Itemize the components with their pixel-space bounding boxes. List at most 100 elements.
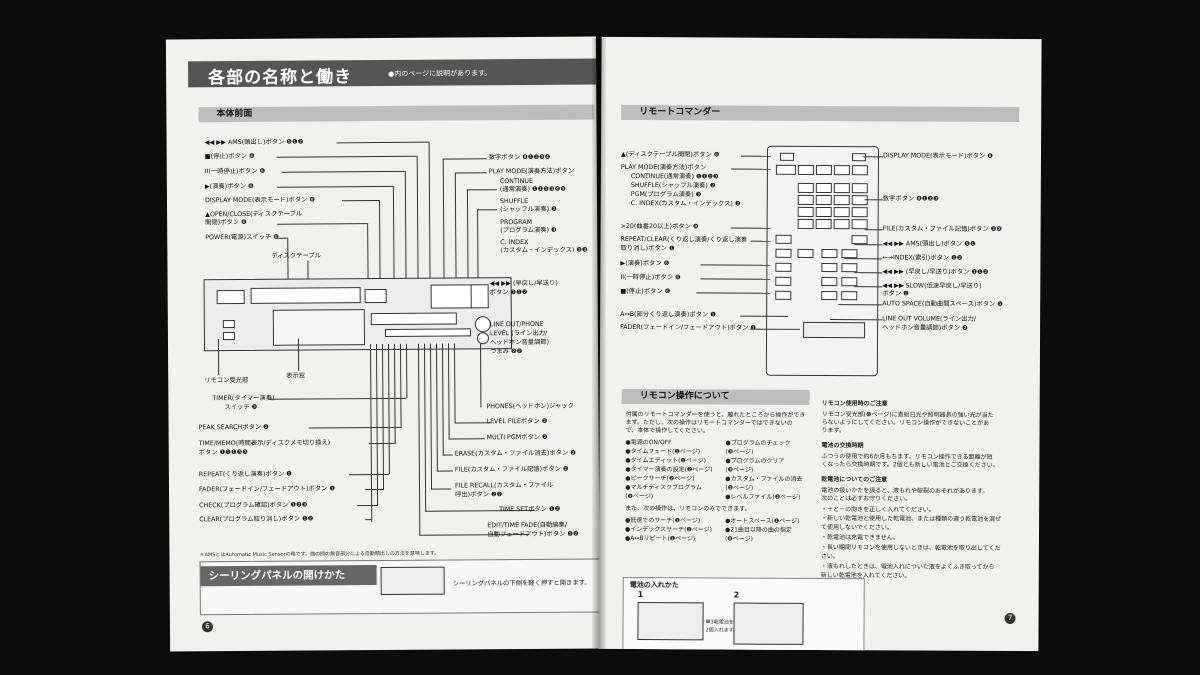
battery-swap-line-2: くなったら交換時期です。2個とも新しい電池とご交換ください。 <box>821 461 998 470</box>
label-display-window: 表示窓 <box>286 373 305 381</box>
remote-label-play: ▶(演奏)ボタン ❻ <box>620 260 669 268</box>
op-pgm-check-2: (❸ページ) <box>725 449 753 458</box>
section-header-remote: リモートコマンダー <box>621 105 1019 122</box>
op-pgm-clear: ●プログラムのクリア <box>725 458 784 467</box>
label-power: POWER(電源)スイッチ ❻ <box>205 234 279 243</box>
remote-label-continue: CONTINUE(通常演奏) ❶❶❷❸ <box>631 173 719 181</box>
op-pgm-clear-2: (❸ページ) <box>725 467 753 476</box>
battery-illustration-2 <box>733 603 803 645</box>
op-slow-search: ●低速でのサーチ(❶ページ) <box>625 517 700 526</box>
label-cindex: C. INDEX <box>500 239 528 247</box>
op-track-21-2: (❽ページ) <box>725 536 753 545</box>
remote-label-slow-2: ボタン ❶ <box>882 290 909 298</box>
panel-illustration <box>381 567 445 595</box>
label-edit-2: 自動フェードアウト)ボタン ❶❷ <box>487 531 578 540</box>
manual-spread: 各部の名称と働き ●内のページに説明があります。 本体前面 ◀◀ ▶▶ AMS(… <box>150 38 1050 650</box>
caution-line-2: らないようにしてください。リモコン操作ができないことがあ <box>822 419 990 428</box>
label-open-close-2: 開閉)ボタン ❻ <box>205 219 247 227</box>
caution-title: リモコン使用時のご注意 <box>822 400 888 409</box>
caution-line-3: ります。 <box>822 427 845 436</box>
label-display-mode: DISPLAY MODE(表示モード)ボタン ❽ <box>205 196 315 205</box>
remote-label-20: >20(曲番20以上)ボタン ❽ <box>621 223 699 231</box>
remote-label-fader: FADER(フェードイン/フェードアウト)ボタン ❶ <box>620 324 756 333</box>
battery-step-2: 2 <box>734 592 740 601</box>
op-ab-repeat: ●A↔Bリピート(❶ページ) <box>625 535 695 544</box>
op-level-file: ●レベルファイル(❷ページ) <box>725 494 800 503</box>
label-open-close: ▲OPEN/CLOSE(ディスクテーブル <box>205 211 302 220</box>
battery-note-4: ・乾電池は充電できません。 <box>821 534 899 543</box>
remote-label-line-out-2: ヘッドホン音量調節)ボタン ❷ <box>882 324 968 332</box>
op-multi-disc: ●マルチディスクプログラム <box>625 484 702 493</box>
remote-label-index: ←→INDEX(索引)ボタン ❶❷ <box>882 254 962 262</box>
label-cindex-2: (カスタム・インデックス) ❷❸ <box>500 247 587 256</box>
op-time-fade: ●タイムフェード(❶ページ) <box>625 448 700 457</box>
battery-note-6: さい。 <box>821 553 839 562</box>
op-index-search: ●インデックスサーチ(❶ページ) <box>625 526 712 535</box>
section-header-front: 本体前面 <box>198 105 594 123</box>
remote-label-repeat: REPEAT/CLEAR(くり返し演奏/くり返し演奏 <box>621 236 748 245</box>
label-play-mode: PLAY MODE(演奏方法)ボタン <box>489 168 574 177</box>
label-program: PROGRAM <box>500 219 532 227</box>
label-multi-pgm: MULTI PGMボタン ❷ <box>487 434 548 442</box>
cd-player-front <box>204 277 512 351</box>
battery-illustration-1 <box>637 602 703 640</box>
remote-only-intro: また、次の操作は、リモコンのみでできます。 <box>625 505 750 514</box>
label-time-memo-2: ボタン ❶❶❶❸❸ <box>199 449 248 457</box>
label-peak-search: PEAK SEARCHボタン ❷ <box>199 424 269 432</box>
section-header-remote-ops: リモコン操作について <box>622 389 810 405</box>
battery-caption-2: 2個入れます。 <box>705 626 738 635</box>
battery-note-7: ・液もれしたときは、電池入れについた液をよくふき取ってから <box>821 563 995 572</box>
label-continue-2: (通常演奏) ❶❶❷❸❹❺ <box>500 186 566 194</box>
remote-label-ab: A↔B(部分くり返し演奏)ボタン ❶ <box>620 311 716 320</box>
label-remote-sensor: リモコン受光部 <box>204 377 248 385</box>
label-stop: ■(停止)ボタン ❻ <box>205 153 255 161</box>
battery-swap-title: 電池の交換時期 <box>821 442 863 451</box>
label-disc-table: ディスクテーブル <box>271 252 321 260</box>
label-edit: EDIT/TIME FADE(自動編集/ <box>487 522 567 531</box>
remote-label-play-mode: PLAY MODE(演奏方法)ボタン <box>621 164 706 172</box>
right-page: リモートコマンダー <box>598 37 1041 651</box>
op-track-21: ●21曲目以降の曲の指定 <box>725 527 792 536</box>
label-check: CHECK(プログラム確認)ボタン ❶❷❸ <box>199 502 307 511</box>
remote-label-number: 数字ボタン ❽❶❷❸ <box>883 195 939 203</box>
remote-label-pause: II(一時停止)ボタン ❻ <box>620 274 680 282</box>
title-banner: 各部の名称と働き ●内のページに説明があります。 <box>188 58 598 87</box>
op-pgm-check: ●プログラムのチェック <box>725 440 790 449</box>
label-lineout-4: つまみ ❷❷ <box>490 348 522 356</box>
page-title: 各部の名称と働き <box>208 62 352 88</box>
battery-insertion-box: 電池の入れかた 1 2 単3乾電池を 2個入れます。 <box>622 577 864 651</box>
label-level-file: LEVEL FILEボタン ❷ <box>487 418 548 426</box>
remote-label-auto-space: AUTO SPACE(自動曲間スペース)ボタン ❶ <box>882 300 1003 309</box>
label-time-memo: TIME/MEMO(時間表示/ディスクメモ切り換え) <box>199 439 331 448</box>
binding-gutter <box>592 38 606 650</box>
ceiling-panel-box: シーリングパネルの開けかた シーリングパネルの下側を軽く押すと開きます。 <box>200 558 601 615</box>
label-file: FILE(カスタム・ファイル記憶)ボタン ❷ <box>455 466 569 475</box>
title-note: ●内のページに説明があります。 <box>388 68 491 79</box>
battery-note-2: ・新しい乾電池と使用した乾電池、または種類の違う乾電池を混ぜ <box>821 515 1001 524</box>
remote-label-display-mode: DISPLAY MODE(表示モード)ボタン ❽ <box>883 152 993 161</box>
battery-step-1: 1 <box>638 591 644 600</box>
label-erase: ERASE(カスタム・ファイル消去)ボタン ❷ <box>455 450 576 459</box>
intro-line-3: で、本体で操作してください。 <box>626 427 709 436</box>
remote-label-shuffle: SHUFFLE(シャッフル演奏) ❷ <box>631 182 716 190</box>
battery-note-intro-2: 次のことは必ずお守りください。 <box>821 495 911 504</box>
label-clear: CLEAR(プログラム取り消し)ボタン ❶❷ <box>199 515 313 524</box>
label-timer: TIMER(タイマー演奏) <box>212 395 274 403</box>
op-auto-space: ●オートスペース(❶ページ) <box>725 518 800 527</box>
op-file-erase-2: (❷ページ) <box>725 485 753 494</box>
label-continue: CONTINUE <box>500 178 533 186</box>
label-file-recall-2: 呼出)ボタン ❷❷ <box>455 491 502 499</box>
battery-note-1: ・＋と－の向きを正しく入れてください。 <box>821 506 935 515</box>
label-ams: ◀◀ ▶▶ AMS(頭出し)ボタン ❺❶❷ <box>205 139 304 148</box>
label-time-set: TIME SETボタン ❶❷ <box>499 506 560 514</box>
label-ffrew: ◀◀ ▶▶ (早戻し/早送り) <box>490 280 558 288</box>
label-fader: FADER(フェードイン/フェードアウト)ボタン ❶ <box>199 485 335 494</box>
remote-label-ffrew: ◀◀ ▶▶ (早戻し/早送り)ボタン ❶❶❷ <box>882 268 988 277</box>
label-number-buttons: 数字ボタン ❽❶❷❸❹ <box>489 154 551 162</box>
ceiling-panel-text: シーリングパネルの下側を軽く押すと開きます。 <box>453 580 591 589</box>
battery-note-8: 新しい乾電池を入れてください。 <box>821 572 911 581</box>
label-ffrew-2: ボタン ❶❶❷ <box>490 289 528 297</box>
label-phones: PHONES(ヘッドホン)ジャック <box>486 403 574 412</box>
label-repeat: REPEAT(くり返し演奏)ボタン ❶ <box>199 471 292 480</box>
remote-label-line-out: LINE OUT VOLUME(ライン出力/ <box>882 315 976 323</box>
